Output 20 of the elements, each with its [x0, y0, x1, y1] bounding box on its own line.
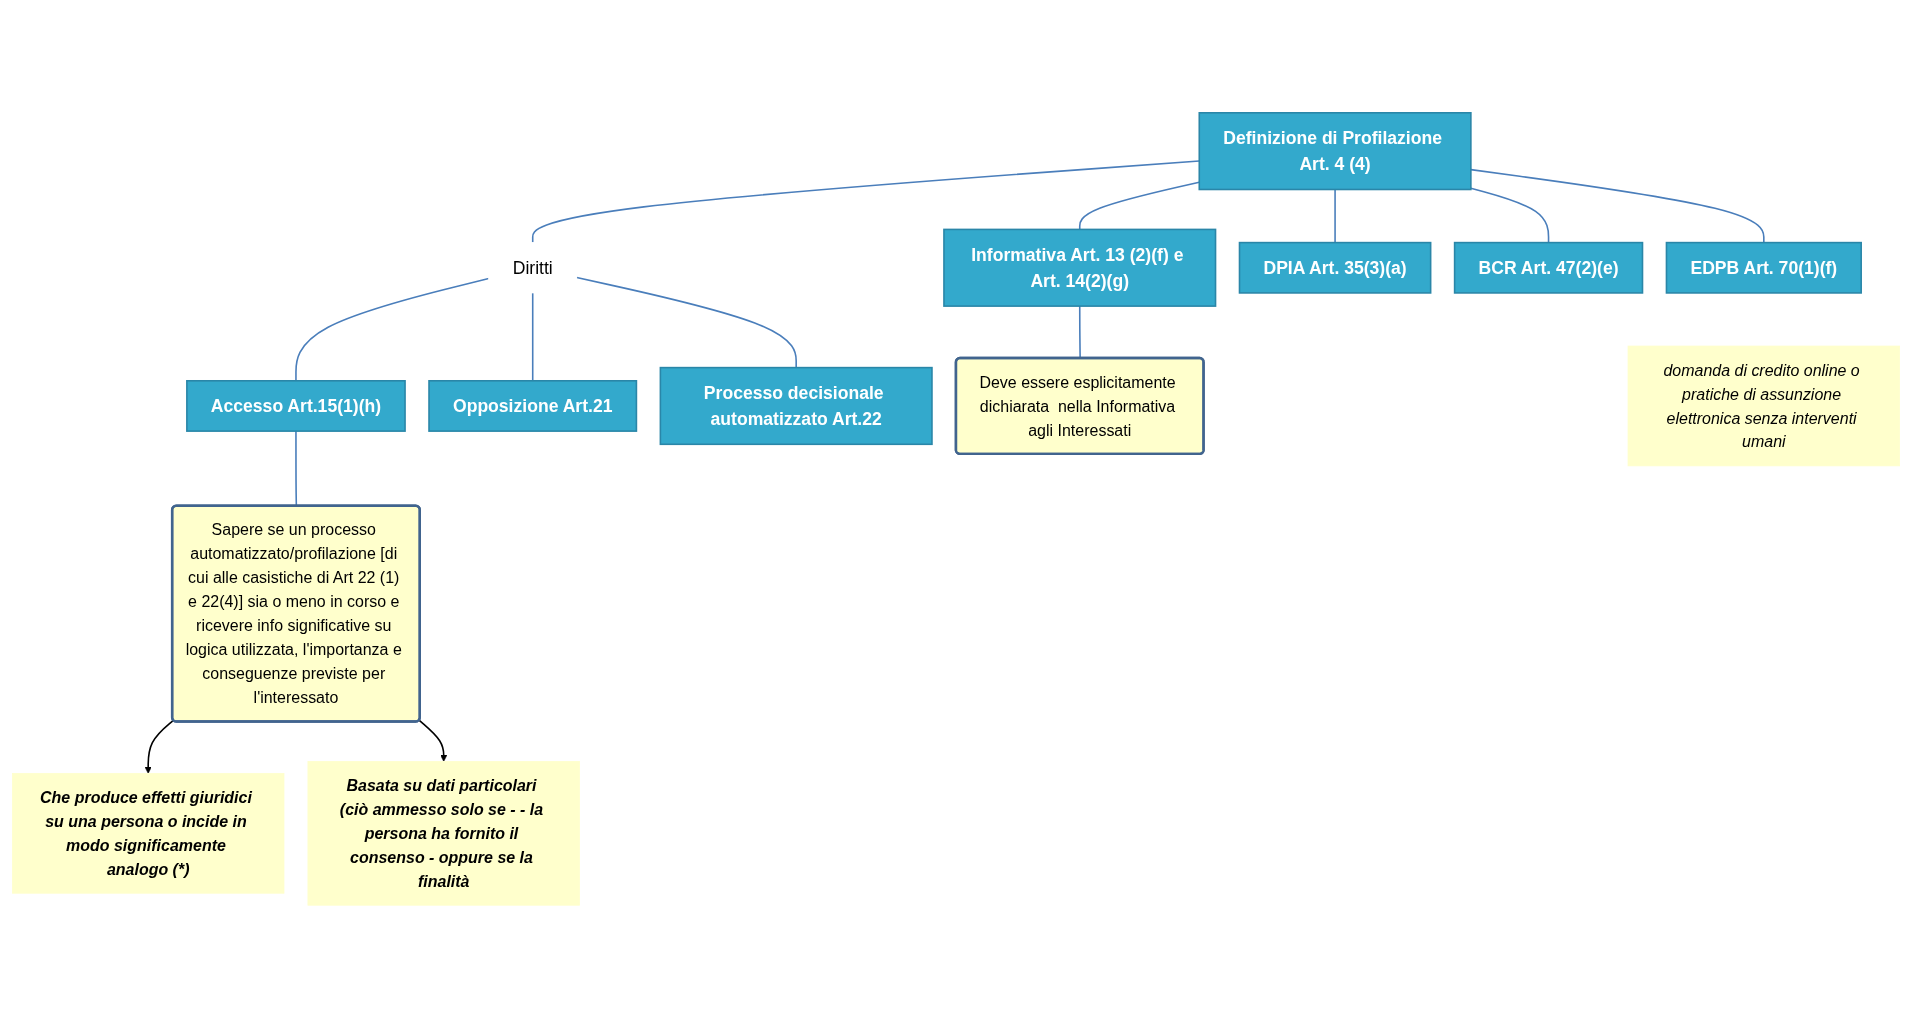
node-box: EDPB Art. 70(1)(f) — [1665, 241, 1862, 294]
connector — [1334, 188, 1336, 244]
connector — [1470, 187, 1550, 244]
connector — [295, 277, 490, 382]
node-box: Processo decisionale automatizzato Art.22 — [659, 366, 933, 446]
node-box: Opposizione Art.21 — [428, 380, 638, 432]
arrow — [418, 719, 448, 762]
node-box: Accesso Art.15(1)(h) — [186, 380, 406, 432]
node-box: Basata su dati particolari (ciò ammesso solo se - - la persona ha fornito il consenso - oppure se la finalità — [307, 761, 580, 906]
arrow — [144, 719, 175, 774]
connector — [1470, 168, 1765, 244]
node-box: Informativa Art. 13 (2)(f) e Art. 14(2)(g) — [943, 228, 1217, 307]
node-text: Diritti — [512, 257, 553, 278]
connector — [575, 276, 797, 369]
node-box: domanda di credito online o pratiche di assunzione elettronica senza interventi umani — [1627, 345, 1900, 467]
node-box: DPIA Art. 35(3)(a) — [1238, 241, 1432, 294]
connector — [531, 292, 534, 382]
node-box: Definizione di Profilazione Art. 4 (4) — [1198, 112, 1472, 191]
node-box: BCR Art. 47(2)(e) — [1453, 241, 1644, 294]
node-box: Che produce effetti giuridici su una persona o incide in modo significamente analogo (*) — [12, 773, 285, 894]
